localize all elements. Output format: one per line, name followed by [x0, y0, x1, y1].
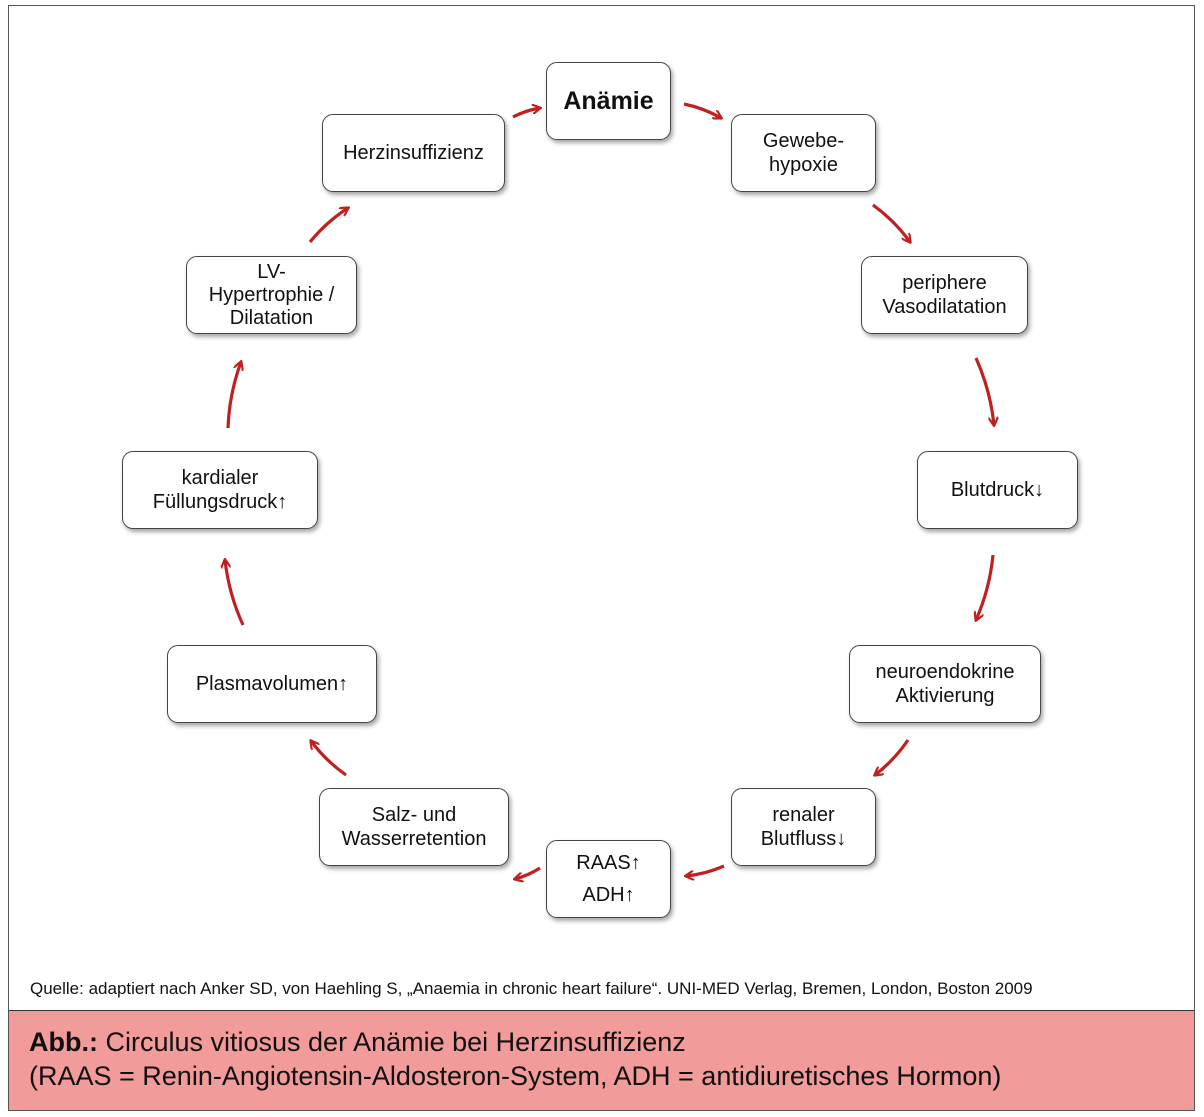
arrow-herz-to-anaemie	[512, 108, 540, 119]
arrow-blutdruck-to-neuroendokrin	[976, 554, 995, 620]
arrow-lv-to-herz	[308, 208, 348, 244]
node-label: Vasodilatation	[882, 296, 1007, 318]
cycle-arrows	[0, 102, 1204, 1010]
arrow-plasma-to-fuellung	[225, 560, 245, 626]
arrow-anaemie-to-gewebehypoxie	[683, 102, 721, 118]
node-gewebehypoxie: Gewebe-hypoxie	[731, 114, 876, 192]
node-label: Blutfluss↓	[760, 828, 847, 850]
node-label: hypoxie	[769, 154, 838, 176]
node-label: kardialer	[181, 467, 259, 489]
node-label: LV-	[257, 260, 286, 283]
node-herz: Herzinsuffizienz	[322, 114, 505, 192]
node-label: periphere	[902, 272, 987, 294]
arrow-vasodilatation-to-blutdruck	[974, 357, 994, 425]
figure-caption: Abb.: Circulus vitiosus der Anämie bei H…	[9, 1010, 1194, 1110]
node-blutdruck: Blutdruck↓	[917, 451, 1078, 529]
node-anaemie: Anämie	[546, 62, 671, 140]
node-label: neuroendokrine	[875, 661, 1015, 683]
node-label: ADH↑	[582, 884, 635, 906]
node-label: Herzinsuffizienz	[343, 142, 484, 164]
node-label: Füllungsdruck↑	[152, 491, 288, 513]
figure-frame	[8, 5, 1195, 1111]
arrow-salz-to-plasma	[311, 741, 347, 777]
node-label: Plasmavolumen↑	[195, 673, 349, 695]
node-label: Wasserretention	[341, 828, 487, 850]
arrow-neuroendokrin-to-renal	[875, 739, 910, 775]
arrow-raas-to-salz	[515, 866, 541, 879]
node-plasma: Plasmavolumen↑	[167, 645, 377, 723]
caption-title: Circulus vitiosus der Anämie bei Herzins…	[97, 1027, 686, 1057]
arrow-renal-to-raas	[686, 864, 725, 876]
caption-label: Abb.:	[29, 1027, 98, 1057]
node-label: Salz- und	[371, 804, 457, 826]
node-label: Blutdruck↓	[950, 479, 1045, 501]
node-label: renaler	[772, 804, 835, 826]
caption-subtitle: (RAAS = Renin-Angiotensin-Aldosteron-Sys…	[29, 1061, 1002, 1091]
node-label: Aktivierung	[895, 685, 995, 707]
node-label: Hypertrophie /	[208, 283, 335, 306]
node-lv: LV-Hypertrophie /Dilatation	[186, 256, 357, 334]
arrow-gewebehypoxie-to-vasodilatation	[872, 203, 910, 242]
node-label: RAAS↑	[576, 852, 641, 874]
node-raas: RAAS↑ ADH↑	[546, 840, 671, 918]
node-label: Gewebe-	[762, 130, 845, 152]
arrow-fuellung-to-lv	[226, 362, 241, 429]
node-label: Dilatation	[229, 306, 314, 329]
node-label: Anämie	[563, 87, 654, 115]
source-note: Quelle: adaptiert nach Anker SD, von Hae…	[30, 979, 1033, 998]
